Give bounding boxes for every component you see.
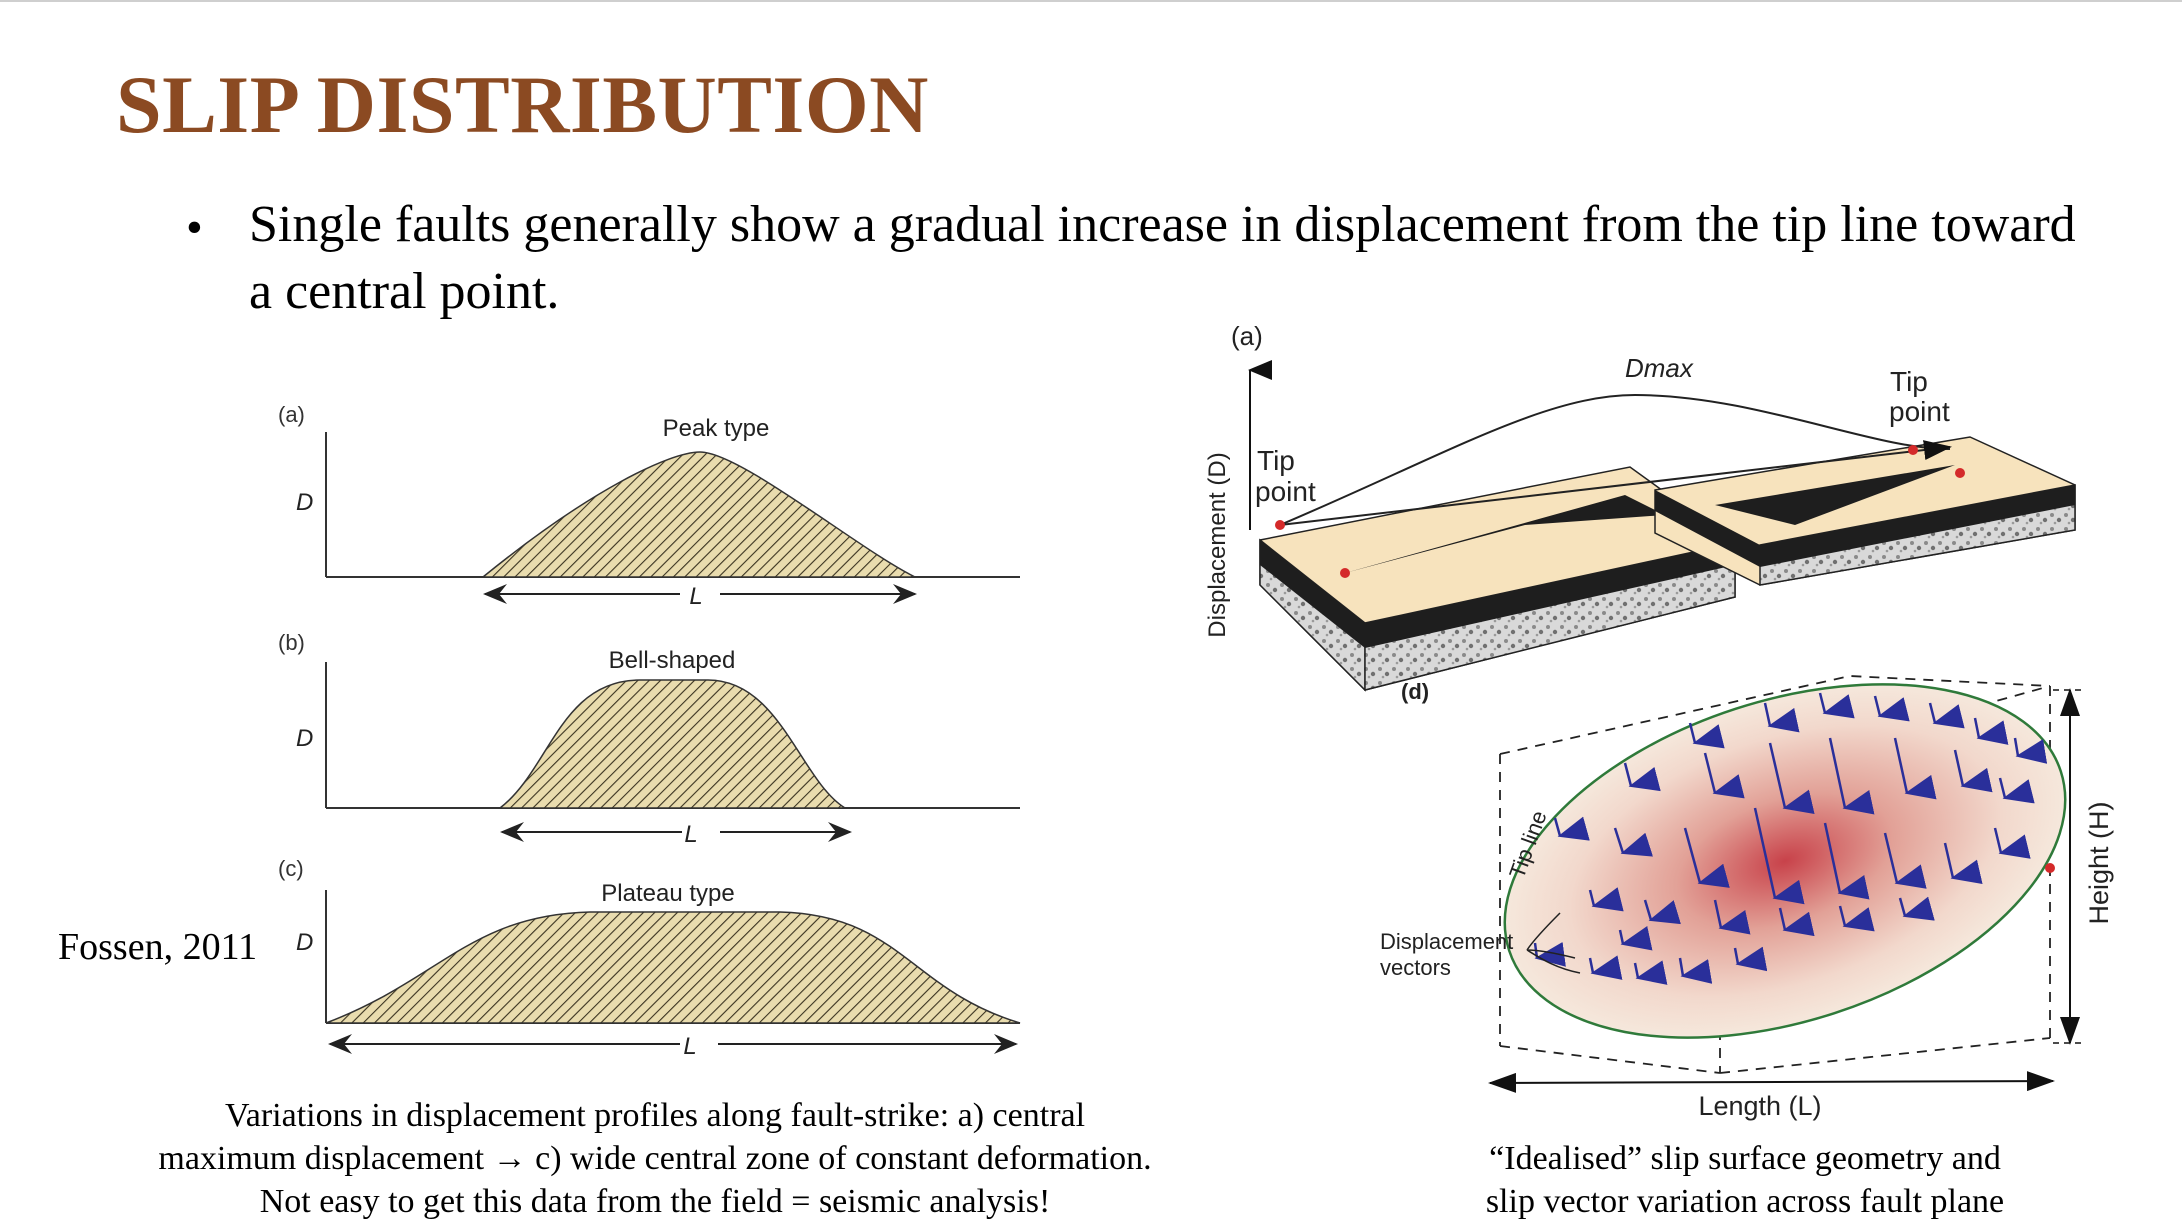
- panel-name-peak: Peak type: [663, 415, 770, 442]
- fault-block-diagram: (a) Displacement (D) Dmax Tip point Tip …: [1204, 321, 2076, 692]
- slip-plane-ellipse: [1503, 683, 2067, 1039]
- vectors-leader-lines: [1526, 912, 1581, 974]
- panel-name-bell: Bell-shaped: [609, 647, 736, 674]
- displacement-axis-label: Displacement (D): [1204, 452, 1231, 637]
- caption-left-line-1: Variations in displacement profiles alon…: [224, 1097, 1086, 1134]
- slip-surface-ellipse-diagram: (d): [1380, 675, 2114, 1121]
- tip-point-marker-right: [1908, 445, 1918, 455]
- profile-shape-bell: [497, 679, 848, 809]
- profile-panel-plateau: (c) Plateau type D L: [278, 856, 1021, 1060]
- tip-point-block-left: [1340, 568, 1350, 578]
- displacement-profiles-figure: (a) Peak type D L (b) Bell-shaped D L (c…: [278, 402, 1021, 1060]
- ellipse-panel-letter: (d): [1401, 679, 1429, 704]
- profile-shape-peak: [480, 451, 916, 578]
- vectors-label-2: vectors: [1380, 955, 1451, 980]
- panel-letter-b: (b): [278, 630, 305, 655]
- displacement-vectors: [1533, 692, 2048, 985]
- length-label-b: L: [684, 821, 697, 848]
- tip-label-right-2: point: [1889, 396, 1950, 427]
- tip-label-left-1: Tip: [1257, 445, 1295, 476]
- axis-label-d-b: D: [296, 725, 313, 752]
- right-fault-block: [1654, 436, 2076, 586]
- tip-label-left-2: point: [1255, 476, 1316, 507]
- profile-shape-plateau: [325, 911, 1021, 1024]
- tip-point-block-right: [1955, 468, 1965, 478]
- dmax-label: Dmax: [1625, 353, 1694, 383]
- caption-right-line-2: slip vector variation across fault plane: [1485, 1183, 2005, 1220]
- bullet-marker: •: [186, 201, 203, 254]
- caption-left-line-3: Not easy to get this data from the field…: [259, 1183, 1051, 1220]
- tip-point-marker-left: [1275, 520, 1285, 530]
- length-dimension-label: Length (L): [1698, 1091, 1821, 1121]
- top-divider: [0, 0, 2182, 2]
- caption-left: Variations in displacement profiles alon…: [90, 1094, 1220, 1223]
- axis-label-d-a: D: [296, 489, 313, 516]
- panel-letter-a: (a): [278, 402, 305, 427]
- block-panel-letter: (a): [1231, 321, 1263, 351]
- caption-right-line-1: “Idealised” slip surface geometry and: [1489, 1140, 2001, 1177]
- source-credit: Fossen, 2011: [58, 926, 258, 968]
- panel-letter-c: (c): [278, 856, 304, 881]
- panel-name-plateau: Plateau type: [601, 880, 734, 907]
- vectors-label-1: Displacement: [1380, 929, 1513, 954]
- tip-point-ellipse: [2045, 863, 2055, 873]
- slide-title: SLIP DISTRIBUTION: [116, 59, 929, 150]
- length-label-c: L: [683, 1033, 696, 1060]
- height-dimension-label: Height (H): [2084, 801, 2114, 924]
- length-dimension-arrow: [1488, 1071, 2055, 1093]
- profile-panel-peak: (a) Peak type D L: [278, 402, 1020, 610]
- dmax-profile-curve: [1279, 393, 1951, 526]
- bullet-text: Single faults generally show a gradual i…: [249, 196, 2076, 320]
- profile-baseline-arrow: [1279, 440, 1952, 526]
- axis-label-d-c: D: [296, 929, 313, 956]
- length-label-a: L: [689, 583, 702, 610]
- profile-panel-bell: (b) Bell-shaped D L: [278, 630, 1020, 848]
- left-fault-block: [1259, 466, 1736, 692]
- caption-right: “Idealised” slip surface geometry and sl…: [1420, 1137, 2070, 1223]
- caption-left-line-2: maximum displacement → c) wide central z…: [158, 1140, 1152, 1177]
- tip-label-right-1: Tip: [1890, 366, 1928, 397]
